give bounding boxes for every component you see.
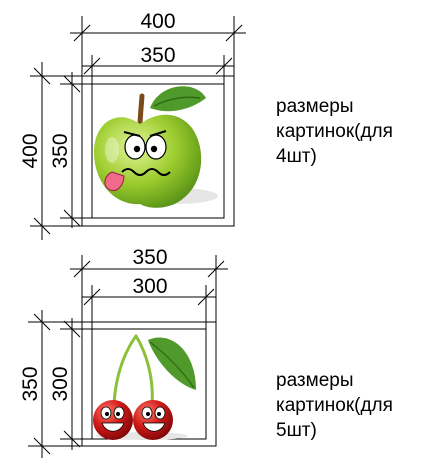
cherries-character-icon [93,334,196,440]
block-cherries [28,255,228,458]
dim-line-top-inner [82,55,234,84]
caption-line: 4шт) [276,146,317,167]
inner-frame [91,83,225,219]
dim-label-left-inner: 300 [49,366,72,401]
dim-line-top-outer [70,255,228,322]
dim-label-left-outer: 400 [19,133,42,168]
dim-line-left-outer [28,310,82,458]
caption-line: размеры [276,96,354,117]
dim-line-left-outer [30,62,82,240]
dim-label-top-inner: 300 [132,275,167,298]
caption-line: картинок(для [276,121,393,142]
dim-line-top-inner [82,285,216,329]
dim-line-left-inner [60,318,92,450]
dim-label-top-outer: 350 [132,246,167,269]
caption-line: картинок(для [276,395,393,416]
dim-line-left-inner [60,72,92,228]
caption-line: 5шт) [276,420,317,441]
caption-block-5: размеры картинок(для 5шт) [276,368,393,443]
outer-frame [81,75,235,227]
caption-block-4: размеры картинок(для 4шт) [276,94,393,169]
dim-label-top-outer: 400 [140,10,175,33]
caption-line: размеры [276,370,354,391]
dim-label-top-inner: 350 [140,44,175,67]
dim-label-left-outer: 350 [19,366,42,401]
block-apple [30,16,246,240]
dim-label-left-inner: 350 [49,133,72,168]
outer-frame [81,321,217,447]
apple-character-icon [94,86,218,208]
